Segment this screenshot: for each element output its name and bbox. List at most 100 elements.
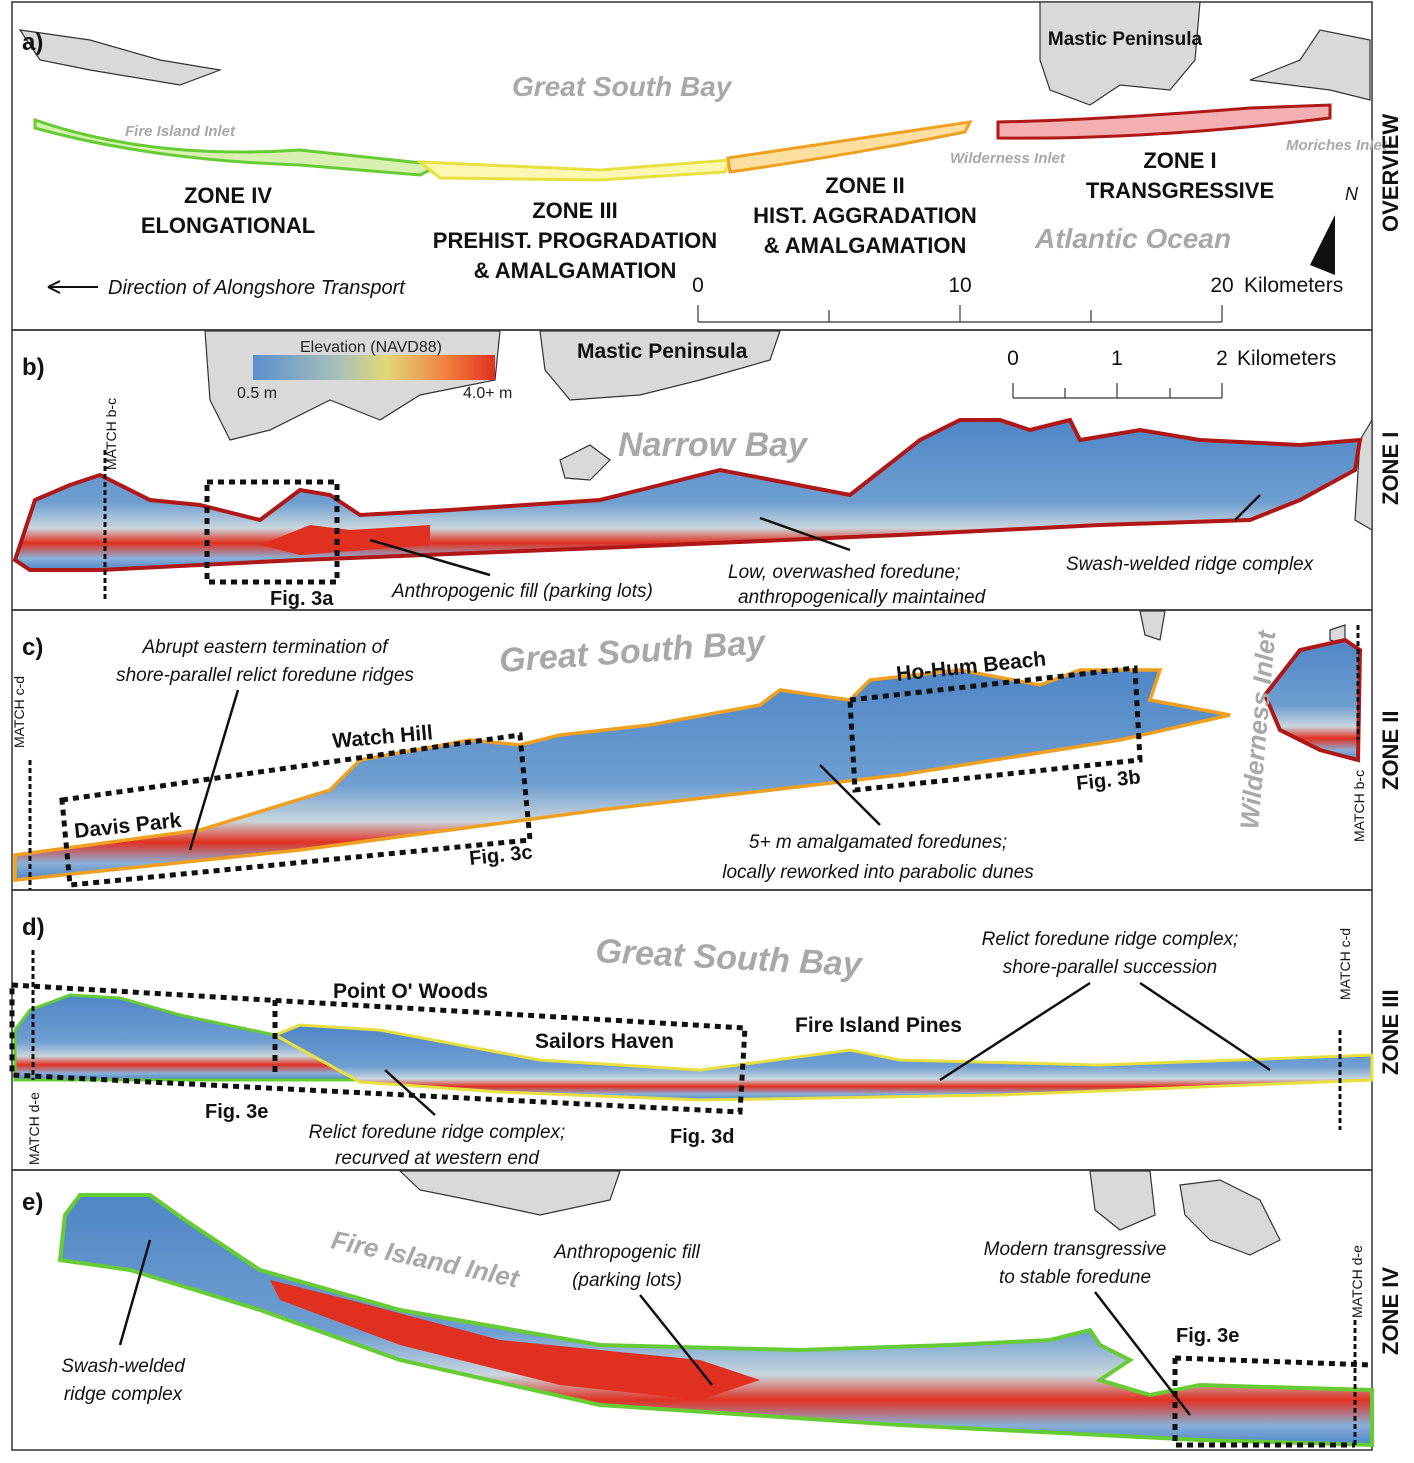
side-label: ZONE IV [1378,1267,1403,1355]
annotation: shore-parallel succession [1003,957,1217,978]
panel-letter: b) [22,354,45,381]
fig-3d-label: Fig. 3d [670,1126,734,1148]
elevation-legend-ramp [253,355,495,380]
annotation: Swash-welded [61,1356,186,1377]
map-shape [1139,981,1271,1072]
zone-iii-subtitle: PREHIST. PROGRADATION [433,228,717,253]
annotation: Low, overwashed foredune; [728,562,960,583]
panel-letter: d) [22,914,45,941]
map-shape [1354,417,1373,532]
panel-frames [11,1,1373,1451]
fig-3b-label: Fig. 3b [1075,766,1141,795]
scale-unit: Kilometers [1244,274,1343,297]
zone-iv-dem [57,1193,1374,1448]
narrow-bay-label: Narrow Bay [618,426,809,464]
zone-ii-subtitle: HIST. AGGRADATION [753,203,977,228]
match-label: MATCH d-e [26,1092,42,1165]
annotation: Relict foredune ridge complex; [309,1122,566,1143]
map-shape [384,1069,436,1116]
parking-lots-fill [270,1280,760,1400]
fig-3a-label: Fig. 3a [270,588,334,610]
annotation: recurved at western end [335,1148,540,1169]
map-shape [188,689,240,851]
match-label: MATCH c-d [1337,928,1353,1000]
match-label: MATCH b-c [1351,770,1367,842]
match-label: MATCH c-d [11,676,27,748]
panel-d-zone-iii: d) Great South Bay MATCH d-e MATCH c-d P… [9,914,1403,1169]
map-label: 0 [1007,347,1019,370]
land-west [18,29,223,86]
map-shape [47,280,61,294]
north-arrow-icon [1310,215,1335,275]
annotation: (parking lots) [572,1270,682,1291]
map-label: 2 [1216,347,1228,370]
map-shape [759,516,851,552]
map-shape [1179,1179,1281,1256]
annotation: Anthropogenic fill [553,1242,701,1263]
fig-3e-label: Fig. 3e [1176,1325,1239,1347]
annotation: Abrupt eastern termination of [141,637,389,658]
scale-bar-b [1012,383,1223,399]
zone-iii-title: ZONE III [532,198,618,223]
side-label: ZONE II [1378,711,1403,790]
map-shape [11,1169,1373,1451]
map-shape [539,330,781,401]
map-shape [1139,610,1166,641]
panel-letter: e) [22,1189,43,1216]
match-label: MATCH d-e [1349,1245,1365,1318]
transport-label: Direction of Alongshore Transport [108,277,406,299]
fig-3d-box [9,982,748,1115]
panel-b-zone-i: b) Elevation (NAVD88) 0.5 m 4.0+ m Masti… [12,330,1403,610]
fig-3c-box [59,732,533,888]
side-label: ZONE I [1378,432,1403,505]
annotation: ridge complex [64,1384,184,1405]
map-shape [1094,1291,1191,1416]
fig-3e-label: Fig. 3e [205,1101,268,1123]
map-shape [939,981,1091,1082]
annotation: Modern transgressive [984,1239,1167,1260]
zone-ii-outline [726,120,973,174]
scale-bar-a [697,305,1223,323]
wilderness-inlet-label: Wilderness Inlet [1234,628,1281,830]
fire-island-inlet-label: Fire Island Inlet [125,123,236,140]
mastic-label: Mastic Peninsula [577,340,748,363]
fig-3a-box [204,479,340,585]
annotation: 5+ m amalgamated foredunes; [749,832,1007,853]
point-o-woods-label: Point O' Woods [333,980,488,1003]
annotation: anthropogenically maintained [738,587,987,608]
map-shape [1234,494,1261,521]
zone-i-dem-edge [1262,637,1363,763]
zone-iv-title: ZONE IV [184,183,272,208]
great-south-bay-label: Great South Bay [595,932,865,984]
panel-letter: c) [22,634,43,661]
map-shape: 0 1 2 [1007,347,1228,370]
annotation: to stable foredune [999,1267,1151,1288]
map-shape [559,444,611,481]
fig-3b-box [847,665,1143,793]
side-label: OVERVIEW [1378,114,1403,232]
sailors-haven-label: Sailors Haven [535,1030,674,1053]
map-shape [819,764,881,826]
legend-min: 0.5 m [237,385,277,402]
map-shape [118,1239,152,1346]
zone-ii-subtitle-2: & AMALGAMATION [764,233,967,258]
map-label: 1 [1111,347,1123,370]
great-south-bay-label: Great South Bay [498,623,768,680]
zone-iii-outline [415,158,733,182]
zone-ii-dem [13,668,1231,882]
annotation: Swash-welded ridge complex [1066,554,1315,575]
side-label: ZONE III [1378,989,1403,1075]
zone-iv-outline [33,117,446,177]
map-shape [639,1294,713,1386]
zone-i-outline [996,103,1332,140]
mastic-label: Mastic Peninsula [1048,29,1203,50]
atlantic-label: Atlantic Ocean [1034,223,1231,254]
scale-tick: 0 [692,274,704,297]
map-shape [1249,29,1371,101]
zone-i-title: ZONE I [1143,148,1216,173]
fire-island-pines-label: Fire Island Pines [795,1014,962,1037]
zone-i-subtitle: TRANSGRESSIVE [1086,178,1274,203]
